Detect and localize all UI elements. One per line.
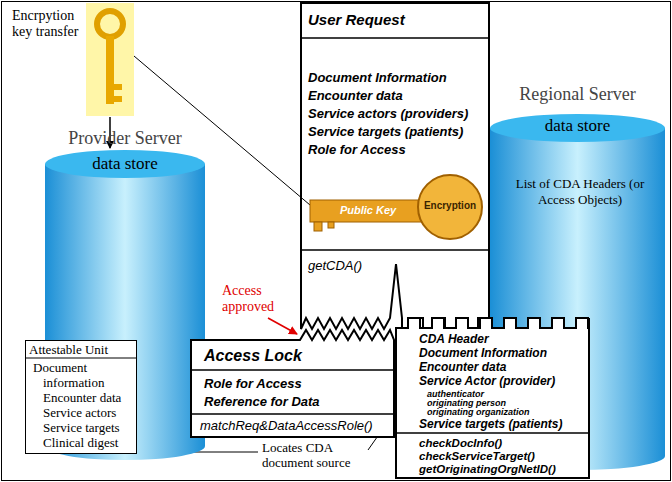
node-text: data store: [485, 116, 670, 136]
node-text: data store: [40, 154, 210, 174]
divider: [191, 413, 394, 415]
node-text: Attestable Unit: [29, 342, 135, 357]
key-shaft: [106, 36, 114, 104]
node-text: Service actors (providers): [308, 106, 488, 122]
node-text: User Request: [308, 11, 486, 29]
annotation-label: Encrpytion key transfer: [12, 8, 87, 40]
attestable-box: Attestable UnitDocument informationEncou…: [25, 340, 137, 454]
node-text: authenticator: [427, 389, 587, 399]
divider: [25, 358, 137, 359]
lock-outline: [191, 330, 394, 437]
divider: [396, 432, 589, 434]
key-tooth: [114, 84, 122, 90]
node-text: Service targets (patients): [419, 417, 587, 431]
node-text: Clinical digest: [43, 435, 135, 450]
node-text: List of CDA Headers (or Access Objects): [515, 176, 645, 208]
node-text: checkDocInfo(): [419, 437, 587, 450]
access-approved-arrow: [268, 318, 297, 334]
node-text: Encounter data: [419, 360, 587, 374]
key-tooth: [114, 96, 122, 102]
node-text: Regional Server: [485, 84, 670, 105]
request-outline: [301, 3, 489, 330]
divider: [191, 369, 394, 371]
divider: [301, 37, 489, 39]
key-bow: [97, 11, 123, 37]
node-text: Document information: [29, 360, 135, 390]
node-text: originating organization: [427, 407, 587, 417]
node-text: Role for Access: [308, 142, 488, 158]
lock-box: Access LockRole for AccessReference for …: [190, 328, 395, 438]
node-outline: [300, 2, 490, 332]
header-outline: [396, 318, 589, 478]
annotation-label: Public Key: [312, 204, 424, 217]
public-key-tooth: [314, 222, 322, 231]
node-text: Service Actor (provider): [419, 374, 587, 388]
node-text: checkServiceTarget(): [419, 450, 587, 463]
node-text: Reference for Data: [204, 394, 389, 410]
public-key-tooth: [328, 222, 334, 228]
node-text: Service actors: [43, 405, 135, 420]
node-text: getCDA(): [308, 258, 486, 274]
annotation-label: Locates CDA document source: [262, 440, 362, 470]
node-text: Encounter data: [308, 88, 488, 104]
divider: [301, 249, 489, 251]
node-text: Document Information: [419, 346, 587, 360]
annotation-label: Encryption: [420, 200, 480, 212]
header-box: CDA HeaderDocument InformationEncounter …: [395, 316, 590, 479]
node-text: Provider Server: [40, 128, 210, 149]
node-text: getOriginatingOrgNetID(): [419, 463, 587, 476]
node-text: Document Information: [308, 70, 488, 86]
node-text: Encounter data: [43, 390, 135, 405]
node-text: Access Lock: [204, 346, 389, 366]
node-text: CDA Header: [419, 332, 587, 346]
node-text: matchReq&DataAccessRole(): [200, 418, 390, 434]
annotation-label: Access approved: [222, 283, 288, 315]
node-text: Role for Access: [204, 376, 389, 392]
unit-outline: [26, 341, 137, 454]
node-text: Service targets: [43, 420, 135, 435]
public-key-shaft: [310, 200, 428, 222]
request-box: User RequestDocument InformationEncounte…: [300, 2, 490, 332]
key-highlight: [86, 3, 134, 116]
node-text: Service targets (patients): [308, 124, 488, 140]
public-key-head: [418, 175, 482, 239]
node-text: originating person: [427, 398, 587, 408]
